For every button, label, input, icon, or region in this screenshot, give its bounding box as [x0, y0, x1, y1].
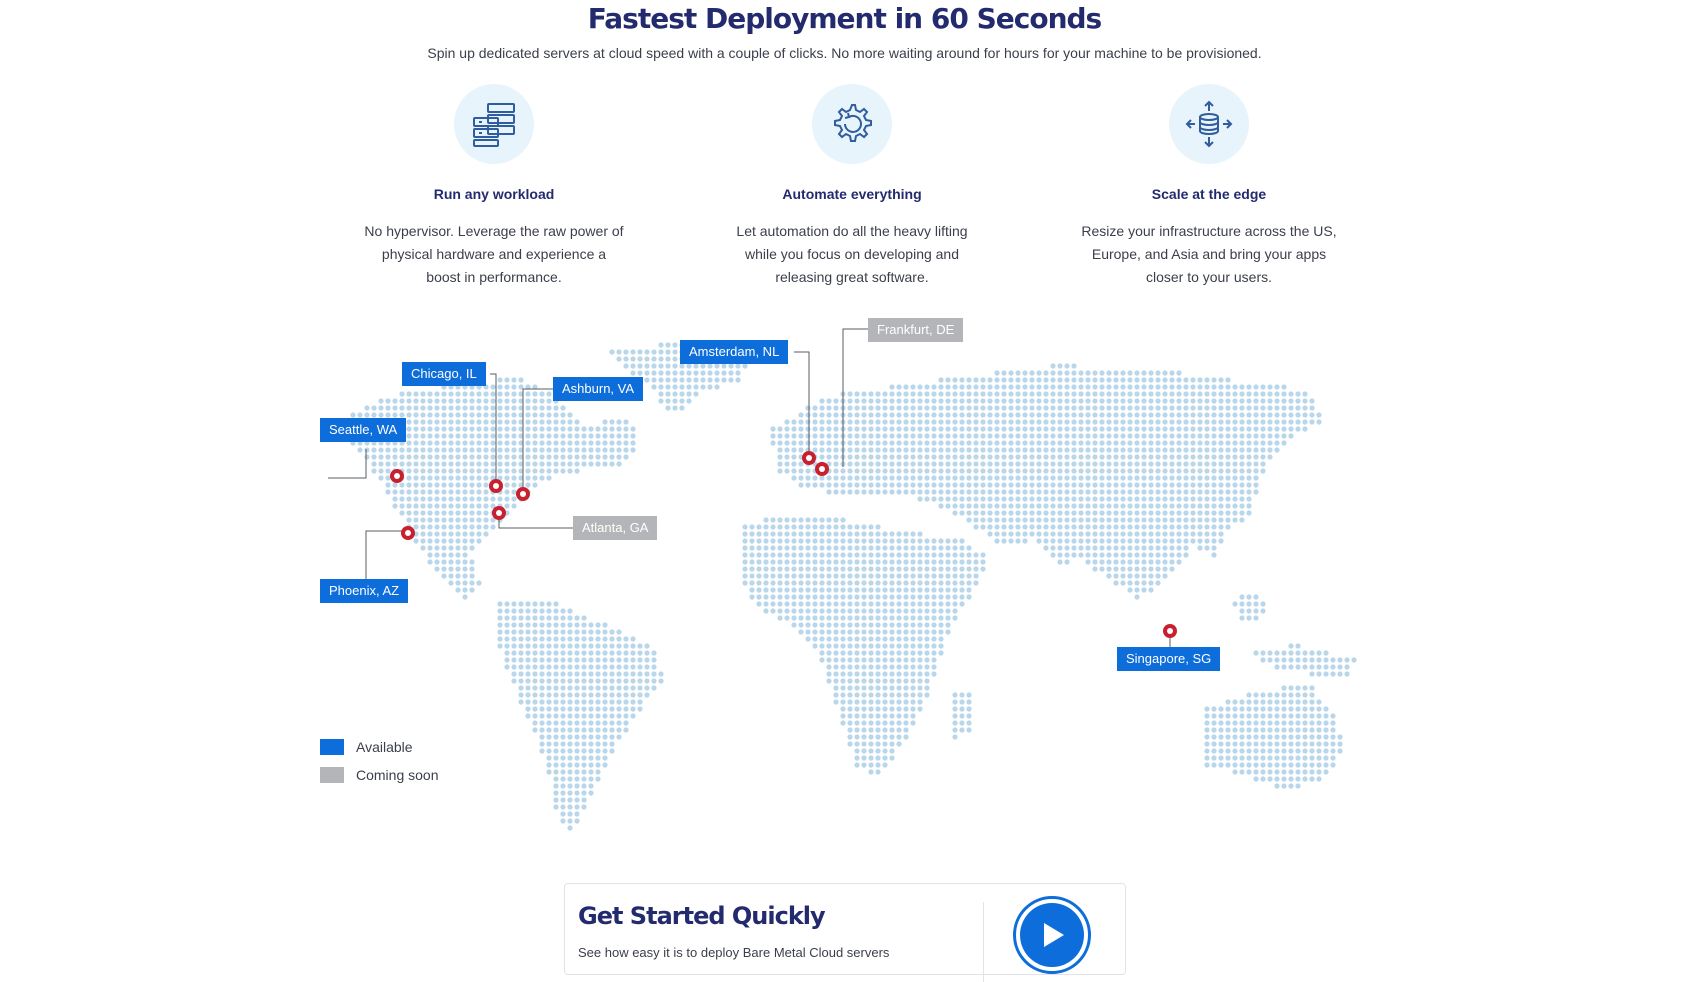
location-label-amsterdam[interactable]: Amsterdam, NL — [680, 340, 789, 364]
location-label-seattle[interactable]: Seattle, WA — [320, 418, 407, 442]
get-started-card: Get Started Quickly See how easy it is t… — [564, 883, 1126, 982]
legend-label: Available — [356, 739, 413, 755]
feature-title: Automate everything — [782, 186, 922, 202]
connector-amsterdam — [794, 351, 810, 456]
connector-lines — [328, 328, 1171, 648]
location-label-ashburn[interactable]: Ashburn, VA — [553, 377, 644, 401]
marker-chicago — [489, 479, 503, 493]
database-arrows-icon — [1169, 84, 1249, 164]
location-label-phoenix[interactable]: Phoenix, AZ — [320, 579, 409, 603]
location-label-frankfurt[interactable]: Frankfurt, DE — [868, 318, 964, 342]
page-title: Fastest Deployment in 60 Seconds — [587, 2, 1102, 35]
legend-swatch-coming-soon — [320, 767, 344, 783]
connector-atlanta — [498, 512, 574, 529]
feature-automate-everything: Automate everything Let automation do al… — [722, 84, 982, 289]
marker-seattle — [390, 469, 404, 483]
location-label-singapore[interactable]: Singapore, SG — [1117, 647, 1221, 671]
location-label-chicago[interactable]: Chicago, IL — [402, 362, 486, 386]
feature-run-any-workload: Run any workload No hypervisor. Leverage… — [364, 84, 624, 289]
marker-singapore — [1163, 624, 1177, 638]
marker-amsterdam — [802, 451, 816, 465]
connector-frankfurt — [842, 328, 869, 467]
get-started-description: See how easy it is to deploy Bare Metal … — [578, 945, 890, 960]
connector-chicago — [490, 373, 497, 485]
marker-ashburn — [516, 487, 530, 501]
feature-title: Run any workload — [433, 186, 555, 202]
play-video-button[interactable] — [1013, 896, 1091, 974]
marker-atlanta — [492, 506, 506, 520]
legend-available: Available — [320, 738, 413, 756]
connector-ashburn — [522, 388, 557, 493]
server-stack-icon — [454, 84, 534, 164]
feature-description: Let automation do all the heavy lifting … — [736, 223, 968, 285]
connector-phoenix — [365, 530, 406, 581]
gear-refresh-icon — [812, 84, 892, 164]
marker-phoenix — [401, 526, 415, 540]
legend-label: Coming soon — [356, 767, 439, 783]
card-divider — [983, 902, 984, 982]
location-markers — [390, 451, 1177, 638]
feature-description: No hypervisor. Leverage the raw power of… — [364, 223, 624, 285]
feature-description: Resize your infrastructure across the US… — [1081, 223, 1337, 285]
connector-seattle — [328, 449, 367, 479]
page-subtitle: Spin up dedicated servers at cloud speed… — [427, 45, 1262, 61]
get-started-title: Get Started Quickly — [578, 902, 826, 930]
feature-title: Scale at the edge — [1151, 186, 1267, 202]
legend-coming-soon: Coming soon — [320, 766, 439, 784]
world-map — [328, 328, 1357, 831]
play-icon — [1020, 903, 1084, 967]
map-dots — [343, 342, 1357, 831]
marker-frankfurt — [815, 462, 829, 476]
feature-scale-at-the-edge: Scale at the edge Resize your infrastruc… — [1079, 84, 1339, 289]
legend-swatch-available — [320, 739, 344, 755]
location-label-atlanta[interactable]: Atlanta, GA — [573, 516, 658, 540]
